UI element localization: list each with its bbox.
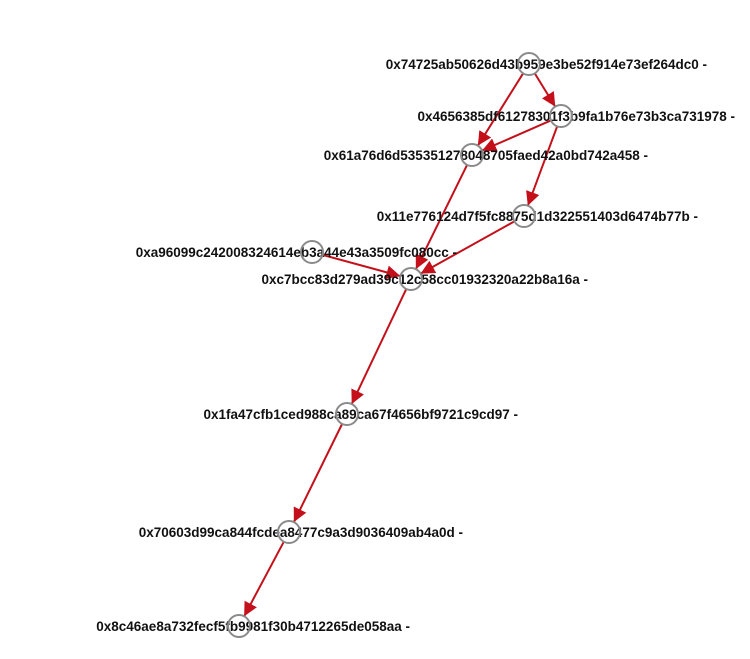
edge-G-H [292,423,344,523]
edge-B-C [481,119,552,152]
edge-H-I [243,541,285,617]
nodes [227,52,573,638]
node-circle[interactable] [227,614,251,638]
node-label: 0x74725ab50626d43b959e3be52f914e73ef264d… [386,57,707,72]
node-label: 0x11e776124d7f5fc8875d1d322551403d6474b7… [377,209,698,224]
node-circle[interactable] [300,240,324,264]
node-circle[interactable] [517,52,541,76]
edge-E-F [322,253,401,280]
node-label: 0xa96099c242008324614eb3a44e43a3509fc080… [136,245,457,260]
edge-A-C [476,72,525,147]
edge-F-G [350,288,408,405]
node-label: 0x8c46ae8a732fecf5fb9981f30b4712265de058… [96,619,410,634]
edges [243,72,559,617]
node-circle[interactable] [399,267,423,291]
node-circle[interactable] [549,104,573,128]
node-circle[interactable] [277,520,301,544]
node-circle[interactable] [460,143,484,167]
node-circle[interactable] [512,204,536,228]
node-labels: 0x74725ab50626d43b959e3be52f914e73ef264d… [96,57,735,634]
node-label: 0x61a76d6d535351278048705faed42a0bd742a4… [324,148,648,163]
edge-A-B [533,72,557,108]
node-label: 0x4656385df61278301f3b9fa1b76e73b3ca7319… [417,109,735,124]
node-circle[interactable] [335,402,359,426]
node-label: 0xc7bcc83d279ad39c12c58cc01932320a22b8a1… [261,272,588,287]
edge-D-F [420,220,515,275]
edge-B-D [526,125,559,207]
edge-C-F [414,164,469,270]
node-label: 0x1fa47cfb1ced988ca89ca67f4656bf9721c9cd… [204,407,519,422]
